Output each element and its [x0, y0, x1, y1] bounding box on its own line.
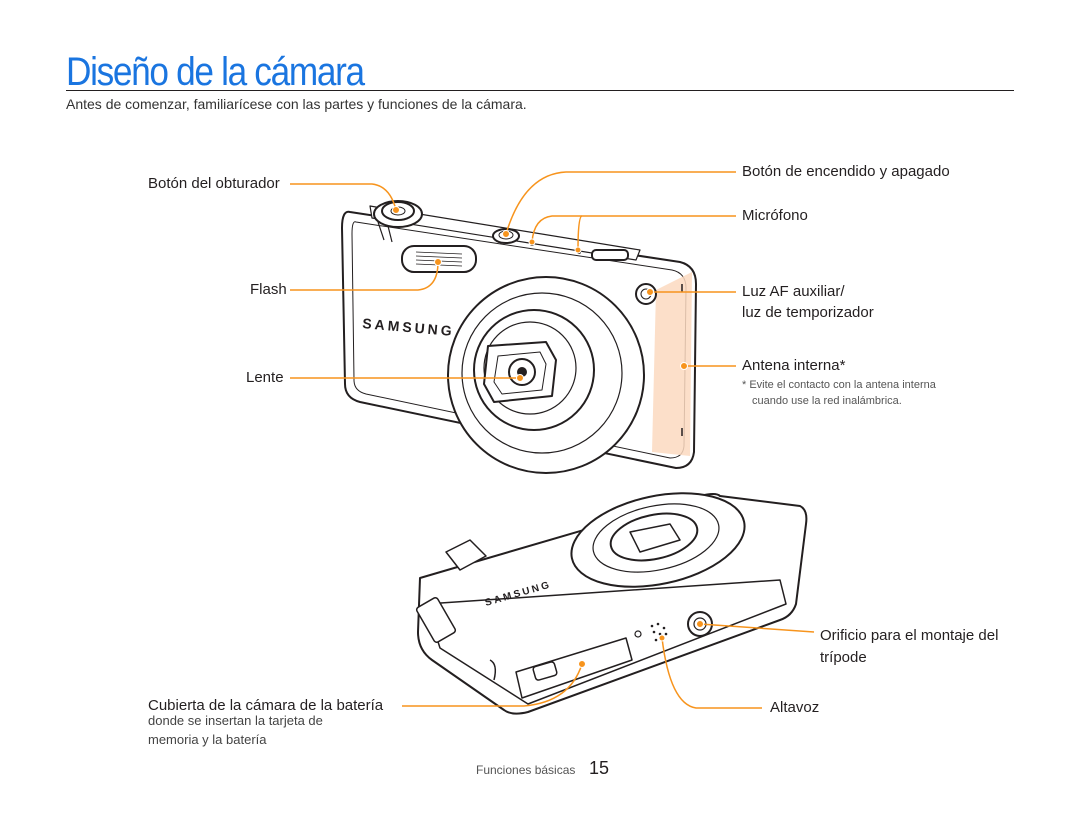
shutter-callout: [290, 183, 397, 211]
label-power-button: Botón de encendido y apagado: [742, 163, 950, 180]
label-speaker: Altavoz: [770, 699, 820, 716]
battery-callout: [402, 663, 583, 707]
battery-sub-line1: donde se insertan la tarjeta de: [148, 713, 323, 728]
callout-lines: [290, 171, 815, 709]
label-lens: Lente: [246, 369, 284, 386]
battery-sub-line2: memoria y la batería: [148, 732, 267, 747]
page-number: 15: [589, 758, 610, 778]
label-microphone: Micrófono: [742, 207, 808, 224]
antenna-note-line1: * Evite el contacto con la antena intern…: [742, 379, 936, 391]
speaker-callout: [661, 637, 762, 709]
bottom-camera-illustration: [415, 492, 808, 715]
label-af-assist-line1: Luz AF auxiliar/: [742, 283, 845, 300]
page-title: Diseño de la cámara: [66, 50, 365, 94]
label-flash: Flash: [250, 281, 287, 298]
label-tripod-line2: trípode: [820, 649, 867, 666]
footer-section-name: Funciones básicas: [476, 763, 576, 777]
tripod-callout: [699, 623, 815, 633]
flash-callout: [290, 261, 439, 291]
label-af-assist-line2: luz de temporizador: [742, 304, 874, 321]
front-camera-illustration: [341, 200, 697, 474]
callout-dots: [392, 206, 704, 668]
mic-callout-left: [531, 215, 582, 243]
label-battery-cover: Cubierta de la cámara de la batería: [148, 697, 384, 714]
title-rule: [66, 90, 1014, 91]
intro-text: Antes de comenzar, familiarícese con las…: [66, 96, 527, 112]
power-callout: [505, 171, 736, 235]
antenna-note-line2: cuando use la red inalámbrica.: [752, 395, 902, 407]
label-tripod-line1: Orificio para el montaje del: [820, 627, 999, 644]
label-internal-antenna: Antena interna*: [742, 357, 846, 374]
label-shutter-button: Botón del obturador: [148, 175, 280, 192]
